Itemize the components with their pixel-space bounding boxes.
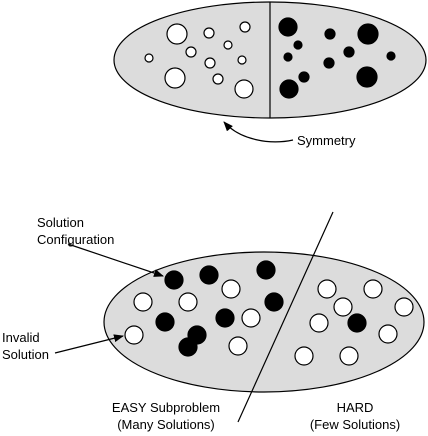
invalid-solution-label-line-2: Solution bbox=[2, 347, 49, 362]
symmetry-label: Symmetry bbox=[297, 133, 356, 148]
open-dot bbox=[317, 279, 337, 299]
partitioned-space bbox=[54, 211, 425, 423]
open-dot bbox=[223, 40, 233, 50]
easy-hard-boundary bbox=[237, 211, 334, 423]
filled-dot bbox=[279, 79, 299, 99]
filled-dot bbox=[323, 57, 335, 69]
filled-dot bbox=[199, 265, 219, 285]
open-dot bbox=[363, 279, 383, 299]
solution-configuration-label-line-1: Solution bbox=[37, 215, 84, 230]
open-dot bbox=[239, 21, 251, 33]
symmetry-arrow bbox=[223, 121, 294, 143]
open-dot bbox=[203, 27, 215, 39]
invalid-solution-label: Invalid Solution bbox=[2, 329, 49, 363]
filled-dot bbox=[298, 71, 310, 83]
filled-dot bbox=[283, 52, 293, 62]
open-dot bbox=[294, 346, 314, 366]
open-dot bbox=[221, 279, 241, 299]
filled-dot bbox=[155, 312, 175, 332]
filled-dot bbox=[343, 46, 355, 58]
easy-subproblem-label: EASY Subproblem (Many Solutions) bbox=[98, 399, 234, 433]
open-dot bbox=[339, 346, 359, 366]
hard-subproblem-label-line-2: (Few Solutions) bbox=[309, 417, 401, 432]
open-dot bbox=[378, 324, 398, 344]
filled-dot bbox=[164, 270, 184, 290]
filled-dot bbox=[215, 308, 235, 328]
easy-filled-dots bbox=[155, 260, 284, 357]
open-dot bbox=[144, 53, 154, 63]
open-dot bbox=[333, 297, 353, 317]
open-dot bbox=[185, 46, 197, 58]
filled-dot bbox=[278, 17, 298, 37]
open-dot bbox=[237, 55, 247, 65]
filled-dot bbox=[293, 40, 303, 50]
open-dot bbox=[166, 23, 188, 45]
symmetric-space bbox=[113, 1, 427, 143]
open-dot bbox=[212, 73, 224, 85]
open-dot bbox=[133, 292, 153, 312]
open-dot bbox=[234, 79, 254, 99]
open-dot bbox=[204, 57, 216, 69]
open-dot bbox=[124, 325, 144, 345]
hard-subproblem-label: HARD (Few Solutions) bbox=[300, 399, 410, 433]
solution-configuration-pointer bbox=[67, 243, 164, 277]
open-dot bbox=[394, 297, 414, 317]
filled-dot bbox=[178, 337, 198, 357]
hard-subproblem-label-line-1: HARD bbox=[336, 400, 374, 415]
open-dot bbox=[241, 308, 261, 328]
left-half-open-dots bbox=[144, 21, 254, 99]
filled-dot bbox=[386, 51, 396, 61]
filled-dot bbox=[256, 260, 276, 280]
filled-dot bbox=[357, 23, 379, 45]
easy-subproblem-label-line-1: EASY Subproblem bbox=[111, 400, 221, 415]
solution-configuration-label: Solution Configuration bbox=[37, 214, 114, 248]
hard-open-dots bbox=[294, 279, 414, 366]
easy-subproblem-label-line-2: (Many Solutions) bbox=[117, 417, 215, 432]
open-dot bbox=[164, 67, 186, 89]
open-dot bbox=[178, 292, 198, 312]
open-dot bbox=[309, 313, 329, 333]
hard-filled-dots bbox=[347, 313, 367, 333]
filled-dot bbox=[324, 28, 336, 40]
filled-dot bbox=[356, 66, 378, 88]
right-half-filled-dots bbox=[278, 17, 396, 99]
filled-dot bbox=[347, 313, 367, 333]
solution-configuration-label-line-2: Configuration bbox=[37, 232, 115, 247]
invalid-solution-label-line-1: Invalid bbox=[2, 330, 40, 345]
easy-open-dots bbox=[124, 279, 261, 356]
invalid-solution-pointer bbox=[54, 334, 124, 354]
open-dot bbox=[228, 336, 248, 356]
filled-dot bbox=[264, 292, 284, 312]
